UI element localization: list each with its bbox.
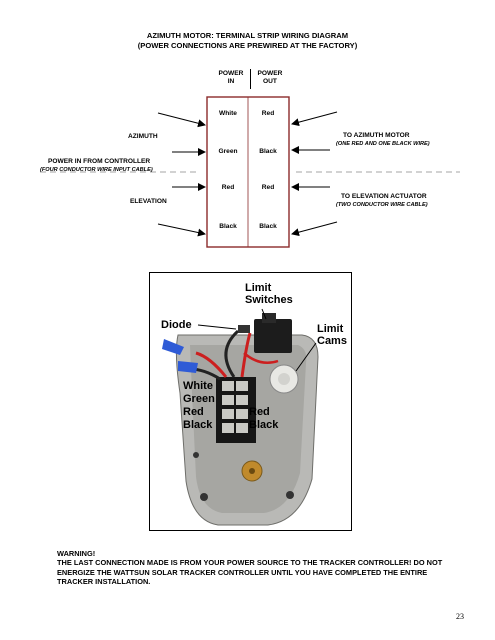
arrow-azimuth-motor-red xyxy=(291,111,338,127)
photo-label-limit-cams-line2: Cams xyxy=(317,335,347,347)
diagram-subtitle: (POWER CONNECTIONS ARE PREWIRED AT THE F… xyxy=(137,41,358,50)
label-power-in-sub: (FOUR CONDUCTOR WIRE INPUT CABLE) xyxy=(40,167,153,173)
photo-label-limit-cams-line1: Limit xyxy=(317,323,344,335)
motor-photo: Diode Limit Switches Limit Cams White Gr… xyxy=(149,272,352,531)
diagram-title: AZIMUTH MOTOR: TERMINAL STRIP WIRING DIA… xyxy=(146,31,349,40)
arrow-elevation-actuator-black xyxy=(291,221,338,237)
header-power-out-line2: OUT xyxy=(263,78,277,85)
motor-photo-illustration xyxy=(162,313,319,526)
photo-label-left-wires: White Green Red Black xyxy=(183,380,215,432)
header-power-in: POWER IN xyxy=(211,70,251,86)
header-power-out: POWER OUT xyxy=(250,70,290,86)
label-to-azimuth-motor: TO AZIMUTH MOTOR xyxy=(343,132,410,139)
photo-label-limit-switches-line2: Switches xyxy=(245,294,293,306)
cell-out-3: Red xyxy=(261,184,275,191)
photo-label-red-right: Red xyxy=(249,406,270,418)
header-power-in-line1: POWER xyxy=(218,70,244,77)
label-azimuth: AZIMUTH xyxy=(128,133,158,140)
cell-out-1: Red xyxy=(261,110,275,117)
cell-in-4: Black xyxy=(219,223,237,230)
label-to-azimuth-motor-sub: (ONE RED AND ONE BLACK WIRE) xyxy=(336,141,430,147)
label-power-in: POWER IN FROM CONTROLLER xyxy=(48,158,151,165)
cell-out-4: Black xyxy=(259,223,277,230)
label-elevation: ELEVATION xyxy=(130,198,167,205)
cell-in-1: White xyxy=(219,110,237,117)
label-to-elevation-actuator: TO ELEVATION ACTUATOR xyxy=(341,193,427,200)
photo-label-black-right: Black xyxy=(249,419,279,431)
photo-label-right-wires: Red Black xyxy=(249,406,278,432)
header-power-in-line2: IN xyxy=(227,78,235,85)
photo-label-limit-switches-line1: Limit xyxy=(245,282,272,294)
header-power-out-line1: POWER xyxy=(257,70,283,77)
photo-label-green: Green xyxy=(183,393,215,405)
photo-label-white: White xyxy=(183,380,213,392)
warning-body: THE LAST CONNECTION MADE IS FROM YOUR PO… xyxy=(57,558,443,586)
cell-in-3: Red xyxy=(221,184,235,191)
page-number: 23 xyxy=(456,612,464,621)
photo-label-diode: Diode xyxy=(161,319,192,331)
arrow-azimuth-white xyxy=(157,112,206,128)
photo-label-red: Red xyxy=(183,406,204,418)
cell-out-2: Black xyxy=(259,148,277,155)
arrow-elevation-black xyxy=(157,223,206,237)
photo-label-limit-cams: Limit Cams xyxy=(317,323,347,347)
photo-pointers xyxy=(197,308,317,372)
cell-in-2: Green xyxy=(218,148,238,155)
photo-label-black: Black xyxy=(183,419,213,431)
photo-label-limit-switches: Limit Switches xyxy=(245,282,293,306)
warning-heading: WARNING! xyxy=(57,549,96,558)
header-divider xyxy=(250,69,251,89)
wiring-diagram xyxy=(40,96,460,248)
label-to-elevation-actuator-sub: (TWO CONDUCTOR WIRE CABLE) xyxy=(336,202,428,208)
